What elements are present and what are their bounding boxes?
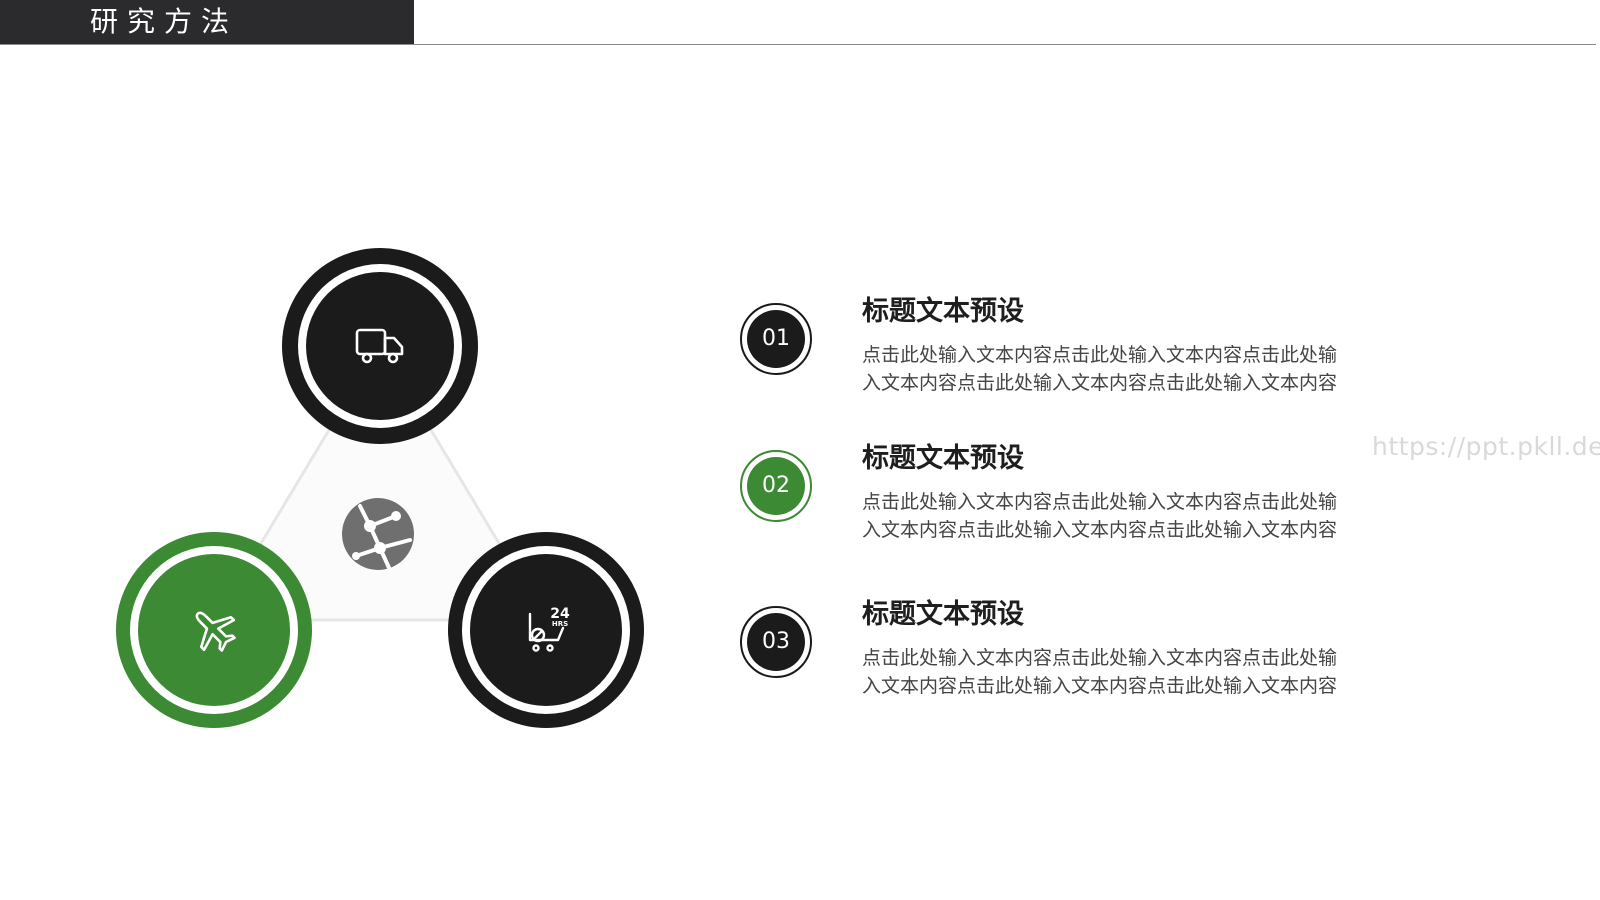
- number-badge: 01: [740, 303, 812, 375]
- 24-label: 24: [550, 606, 570, 622]
- item-text-line: 点击此处输入文本内容点击此处输入文本内容点击此处输: [862, 344, 1338, 366]
- item-text-line: 入文本内容点击此处输入文本内容点击此处输入文本内容: [862, 675, 1338, 697]
- item-title[interactable]: 标题文本预设: [862, 443, 1024, 474]
- item-text-line: 入文本内容点击此处输入文本内容点击此处输入文本内容: [862, 372, 1338, 394]
- number-badge: 03: [740, 606, 812, 678]
- item-text-line: 入文本内容点击此处输入文本内容点击此处输入文本内容: [862, 519, 1338, 541]
- item-title[interactable]: 标题文本预设: [862, 599, 1024, 630]
- list-item-03: 03 标题文本预设 点击此处输入文本内容点击此处输入文本内容点击此处输 入文本内…: [740, 599, 1440, 716]
- diagram-node-24h-cart[interactable]: 24 HRS: [446, 530, 646, 730]
- list-item-02: 02 标题文本预设 点击此处输入文本内容点击此处输入文本内容点击此处输 入文本内…: [740, 443, 1440, 560]
- 24-hours-cart-icon: 24 HRS: [528, 606, 570, 652]
- item-text-line: 点击此处输入文本内容点击此处输入文本内容点击此处输: [862, 491, 1338, 513]
- item-text[interactable]: 点击此处输入文本内容点击此处输入文本内容点击此处输 入文本内容点击此处输入文本内…: [862, 488, 1382, 544]
- item-text[interactable]: 点击此处输入文本内容点击此处输入文本内容点击此处输 入文本内容点击此处输入文本内…: [862, 644, 1382, 700]
- diagram-connector-triangle: [212, 342, 548, 622]
- diagram-node-truck[interactable]: [280, 246, 480, 446]
- header-divider: [0, 44, 1596, 45]
- item-text[interactable]: 点击此处输入文本内容点击此处输入文本内容点击此处输 入文本内容点击此处输入文本内…: [862, 341, 1382, 397]
- header-bar: 研究方法: [0, 0, 414, 44]
- truck-icon: [355, 328, 404, 364]
- item-text-line: 点击此处输入文本内容点击此处输入文本内容点击此处输: [862, 647, 1338, 669]
- hrs-label: HRS: [552, 620, 568, 628]
- badge-number: 02: [747, 457, 805, 515]
- globe-network-icon: [342, 498, 414, 572]
- page-title: 研究方法: [90, 5, 239, 38]
- badge-number: 01: [747, 310, 805, 368]
- watermark: https://ppt.pkll.de: [1372, 432, 1600, 461]
- item-title[interactable]: 标题文本预设: [862, 296, 1024, 327]
- list-item-01: 01 标题文本预设 点击此处输入文本内容点击此处输入文本内容点击此处输 入文本内…: [740, 296, 1440, 413]
- number-badge: 02: [740, 450, 812, 522]
- airplane-icon: [195, 611, 236, 652]
- diagram-node-airplane[interactable]: [114, 530, 314, 730]
- cycle-diagram: 24 HRS: [0, 0, 700, 900]
- badge-number: 03: [747, 613, 805, 671]
